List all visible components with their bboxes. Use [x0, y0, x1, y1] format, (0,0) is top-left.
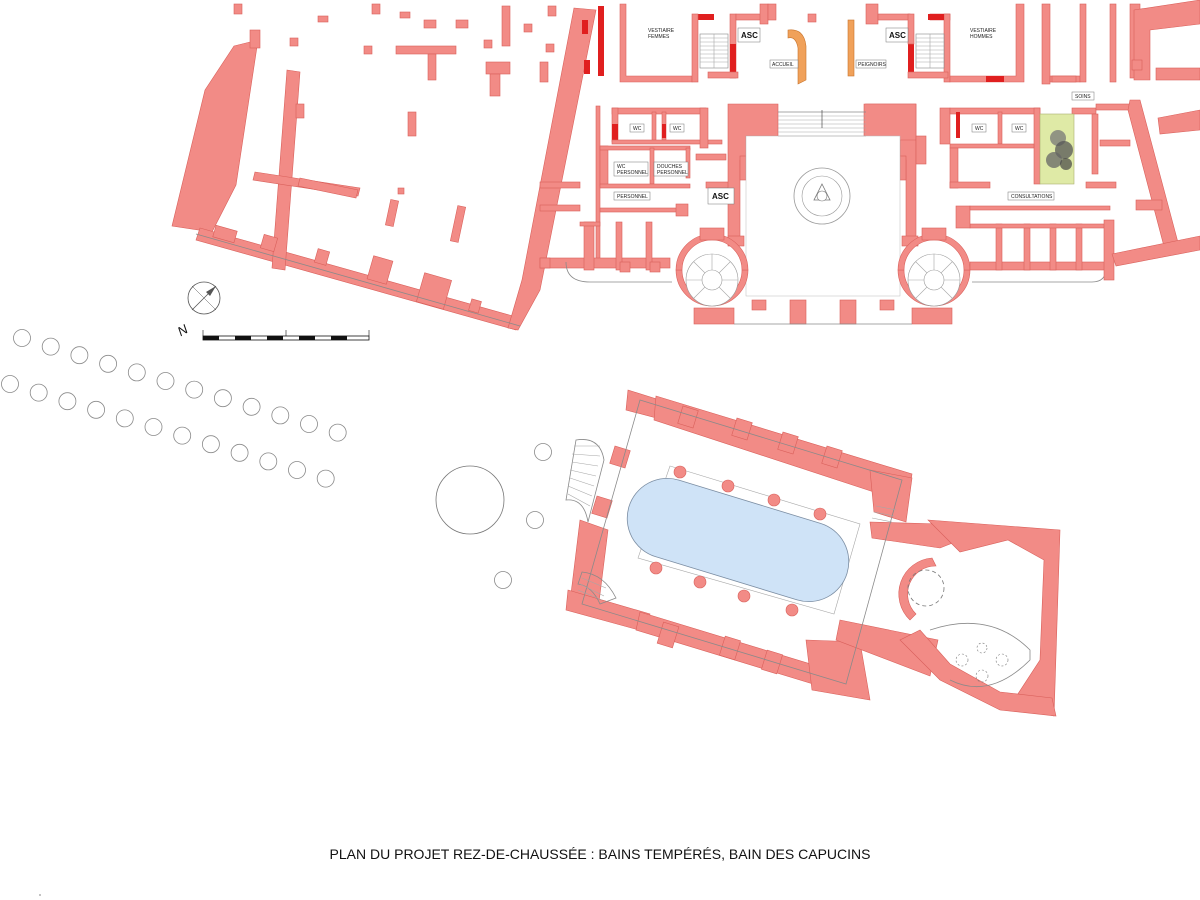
label-asc-1: ASC: [737, 27, 761, 43]
svg-text:ASC: ASC: [889, 31, 906, 40]
staircase: [699, 33, 945, 69]
tree-1-8: [213, 389, 232, 408]
svg-text:PERSONNEL: PERSONNEL: [657, 170, 688, 176]
svg-text:PEIGNOIRS: PEIGNOIRS: [858, 62, 886, 68]
outdoor-basin: [435, 465, 505, 535]
label-asc-2: ASC: [885, 27, 909, 43]
tree-1-9: [242, 397, 261, 416]
garden-patio: [1039, 113, 1075, 185]
svg-text:WC: WC: [975, 126, 984, 132]
svg-text:WC: WC: [1015, 126, 1024, 132]
label-wc-2: WC: [669, 123, 685, 133]
svg-text:ASC: ASC: [741, 31, 758, 40]
spiral-staircase-left: [675, 227, 749, 325]
tree-1-5: [127, 363, 146, 382]
tree-extra-3: [494, 571, 512, 589]
bathrobe-counter: [847, 19, 855, 77]
tree-2-10: [259, 452, 278, 471]
scale-bar: [202, 330, 370, 341]
main-building: [539, 0, 1200, 325]
label-asc-3: ASC: [707, 187, 735, 205]
north-label: N: [175, 321, 191, 339]
svg-text:PERSONNEL: PERSONNEL: [617, 194, 648, 200]
svg-text:HOMMES: HOMMES: [970, 34, 993, 40]
svg-text:SOINS: SOINS: [1075, 94, 1091, 100]
central-fountain: [793, 167, 851, 225]
label-vestiaire-hommes: VESTIAIRE HOMMES: [970, 28, 997, 40]
tree-extra-2: [526, 511, 544, 529]
tree-1-12: [328, 423, 347, 442]
svg-text:WC: WC: [633, 126, 642, 132]
reception-desk: [787, 29, 807, 85]
label-soins: SOINS: [1071, 91, 1095, 101]
tree-1-6: [156, 372, 175, 390]
svg-text:ACCUEIL: ACCUEIL: [772, 62, 794, 68]
pool-building: [435, 389, 1061, 717]
label-accueil: ACCUEIL: [769, 59, 799, 69]
label-consultations: CONSULTATIONS: [1007, 191, 1055, 201]
svg-text:ASC: ASC: [712, 192, 729, 201]
label-peignoirs: PEIGNOIRS: [855, 59, 886, 69]
tree-2-8: [201, 435, 220, 454]
svg-text:PERSONNEL: PERSONNEL: [617, 170, 648, 176]
tree-2-9: [230, 443, 249, 462]
tree-1-2: [41, 337, 60, 356]
tree-2-5: [115, 409, 134, 428]
room-labels: VESTIAIRE FEMMES VESTIAIRE HOMMES ASC AS…: [613, 27, 1095, 205]
spiral-staircase-right: [897, 227, 971, 325]
tree-2-11: [288, 461, 306, 479]
label-wc-4: WC: [1011, 123, 1027, 133]
label-personnel: PERSONNEL: [613, 191, 651, 201]
plan-caption: PLAN DU PROJET REZ-DE-CHAUSSÉE : BAINS T…: [329, 846, 871, 862]
tree-2-4: [87, 400, 105, 419]
svg-text:WC: WC: [617, 164, 626, 170]
entry-stairs: [565, 439, 897, 605]
tree-1-1: [13, 329, 31, 347]
tree-2-12: [316, 469, 335, 488]
label-wc-3: WC: [971, 123, 987, 133]
tree-1-10: [271, 406, 290, 425]
label-wc-personnel: WC PERSONNEL: [613, 161, 649, 177]
label-wc-1: WC: [629, 123, 645, 133]
tree-1-7: [185, 380, 204, 399]
svg-text:DOUCHES: DOUCHES: [657, 164, 683, 170]
tree-1-11: [300, 415, 318, 433]
tree-1-4: [99, 354, 117, 373]
north-arrow: N: [175, 281, 221, 339]
tree-2-2: [29, 383, 48, 402]
tree-rows: [1, 329, 552, 589]
tree-2-3: [58, 392, 77, 411]
svg-text:CONSULTATIONS: CONSULTATIONS: [1011, 194, 1053, 200]
tree-extra-1: [534, 443, 552, 461]
tree-2-7: [173, 426, 192, 445]
tree-2-1: [1, 375, 19, 393]
pool-pillars: [649, 465, 827, 617]
tree-2-6: [144, 418, 163, 436]
svg-text:FEMMES: FEMMES: [648, 34, 670, 40]
svg-text:VESTIAIRE: VESTIAIRE: [648, 28, 675, 34]
svg-text:WC: WC: [673, 126, 682, 132]
swimming-pool: [626, 477, 850, 603]
label-douches-personnel: DOUCHES PERSONNEL: [653, 161, 689, 177]
tree-1-3: [70, 346, 89, 365]
left-wing: [171, 3, 604, 331]
svg-text:VESTIAIRE: VESTIAIRE: [970, 28, 997, 34]
label-vestiaire-femmes: VESTIAIRE FEMMES: [648, 28, 675, 40]
